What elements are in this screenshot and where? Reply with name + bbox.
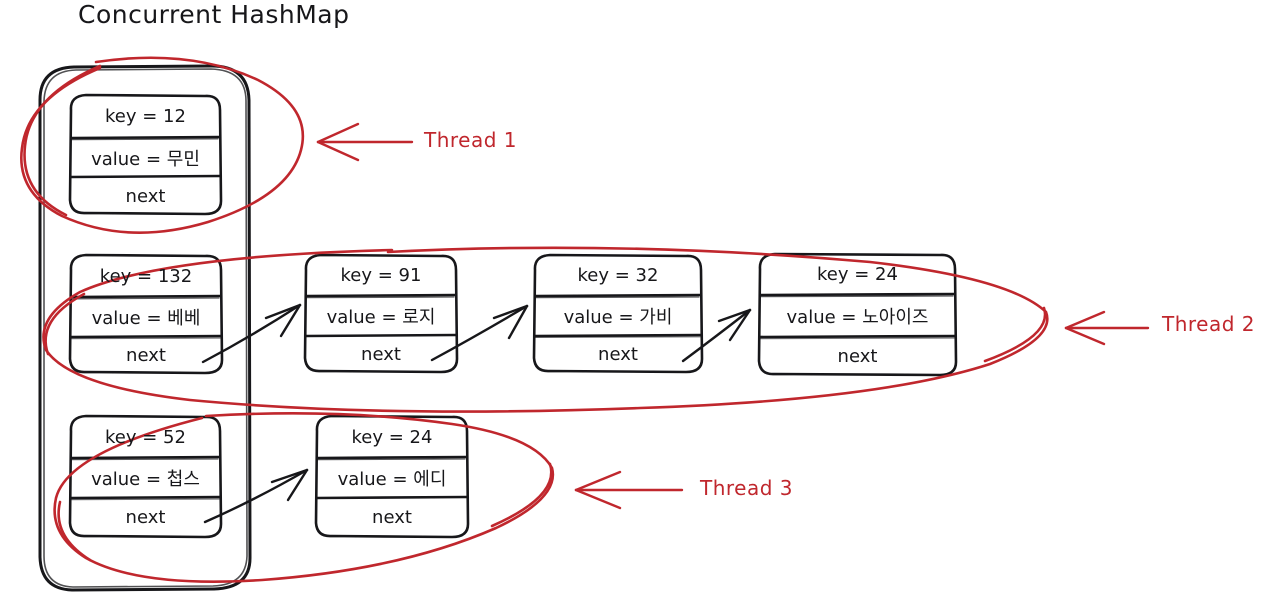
thread-2-ellipse (42, 246, 1049, 413)
node-next: next (361, 343, 401, 365)
node-key: key = 52 (105, 426, 186, 448)
node-value: value = 에디 (337, 469, 447, 490)
next-arrow-1-1 (430, 304, 529, 362)
node-1-3[interactable]: key = 24 value = 노아이즈 next (759, 254, 956, 375)
node-value: value = 무민 (91, 148, 200, 170)
thread-3-arrow (574, 470, 684, 510)
node-value: value = 로지 (326, 307, 436, 328)
node-key: key = 32 (577, 265, 659, 286)
node-value: value = 가비 (563, 307, 673, 328)
node-1-0[interactable]: key = 132 value = 베베 next (70, 255, 222, 373)
node-key: key = 24 (351, 426, 433, 448)
node-key: key = 91 (340, 265, 422, 286)
node-next: next (837, 345, 878, 367)
node-dividers-2-1 (315, 455, 469, 500)
node-box-1-0 (68, 253, 224, 375)
node-dividers-1-0 (69, 294, 223, 340)
node-box-0-0 (68, 93, 223, 216)
next-arrow-2-0 (203, 468, 309, 524)
node-dividers-2-0 (69, 455, 222, 501)
node-1-1[interactable]: key = 91 value = 로지 next (305, 255, 457, 372)
thread-2-arrow (1064, 310, 1150, 346)
node-next: next (372, 507, 412, 528)
node-0-0[interactable]: key = 12 value = 무민 next (70, 95, 221, 215)
node-box-1-2 (532, 253, 704, 374)
node-key: key = 12 (105, 106, 186, 127)
node-dividers-1-3 (758, 292, 957, 340)
thread-1-label: Thread 1 (424, 128, 518, 152)
next-arrow-1-0 (201, 303, 302, 364)
node-value: value = 첩스 (91, 469, 200, 490)
node-2-0[interactable]: key = 52 value = 첩스 next (70, 416, 221, 537)
thread-3-ellipse (53, 412, 555, 583)
node-dividers-1-2 (533, 293, 703, 338)
node-dividers-0-0 (69, 135, 222, 179)
node-1-2[interactable]: key = 32 value = 가비 next (534, 255, 702, 372)
node-value: value = 베베 (91, 308, 201, 329)
node-dividers-1-1 (304, 293, 458, 338)
thread-2-label: Thread 2 (1162, 312, 1256, 336)
node-next: next (125, 507, 166, 528)
node-key: key = 132 (99, 265, 193, 287)
node-box-2-1 (314, 414, 470, 539)
node-next: next (598, 343, 638, 365)
next-arrow-1-2 (681, 308, 752, 363)
page-title: Concurrent HashMap (78, 0, 350, 29)
node-key: key = 24 (817, 264, 898, 285)
bucket-array-container (38, 64, 252, 592)
node-box-2-0 (68, 414, 223, 539)
thread-1-ellipse (20, 56, 305, 234)
node-value: value = 노아이즈 (786, 307, 929, 328)
thread-3-label: Thread 3 (700, 476, 794, 500)
node-box-1-1 (303, 253, 459, 374)
node-2-1[interactable]: key = 24 value = 에디 next (316, 416, 468, 537)
node-next: next (125, 185, 166, 207)
thread-1-arrow (316, 122, 414, 162)
node-next: next (126, 344, 166, 366)
